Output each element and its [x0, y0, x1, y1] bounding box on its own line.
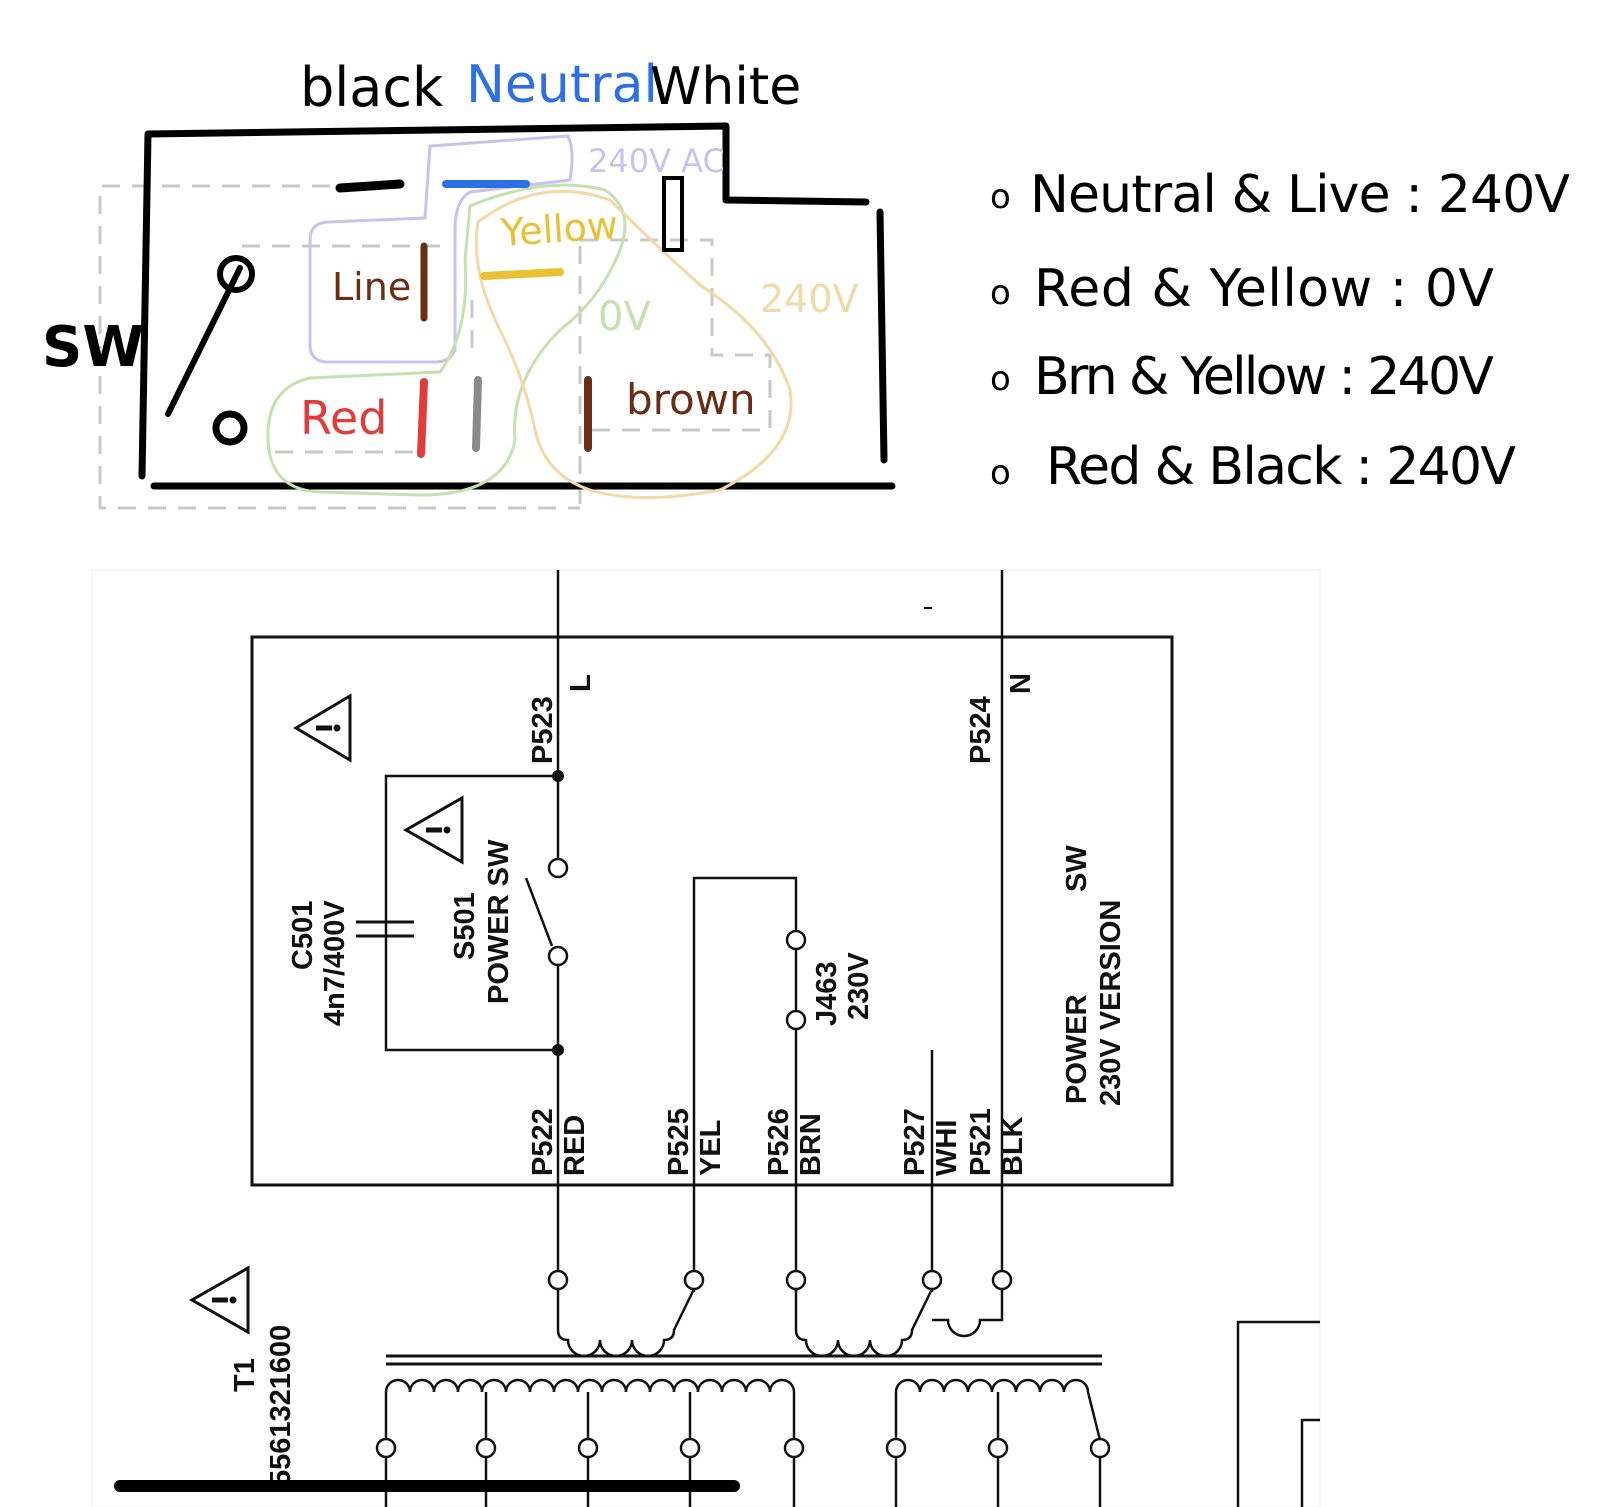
yel-brn-bridge: [692, 876, 798, 1292]
label-C501: C501: [287, 901, 319, 970]
label-T1: T1: [229, 1358, 261, 1392]
label-neutral: Neutral: [466, 55, 658, 115]
label-brown: brown: [626, 375, 756, 424]
label-C501-value: 4n7/400V: [319, 900, 351, 1026]
note-text: Neutral & Live : 240V: [1030, 165, 1570, 225]
hand-sketch: black Neutral White SW 240V AC Line Yell…: [42, 55, 896, 510]
label-J463-value: 230V: [843, 952, 875, 1020]
label-240v-right: 240V: [760, 277, 859, 321]
label-T1-part: 5561321600: [265, 1325, 297, 1486]
pin-label: P525: [663, 1108, 695, 1176]
label-0v: 0V: [598, 294, 651, 340]
black-contact: [335, 179, 405, 193]
switch-pivot-bottom: [212, 410, 248, 446]
label-sw: SW: [42, 315, 144, 380]
adjacent-block: [1236, 1320, 1320, 1507]
power-switch-box: [250, 635, 1174, 1187]
dashed-guides: [98, 184, 772, 510]
label-240v-ac: 240V AC: [588, 142, 725, 180]
wire-label: RED: [559, 1115, 591, 1176]
label-L: L: [565, 674, 597, 692]
note-item: o Red & Black : 240V: [990, 437, 1516, 497]
note-item: o Neutral & Live : 240V: [990, 165, 1570, 225]
wire-label: BRN: [795, 1113, 827, 1176]
label-S501-name: POWER SW: [483, 839, 515, 1004]
secondary-winding: [894, 1378, 1102, 1441]
title-version: 230V VERSION: [1095, 900, 1127, 1106]
label-N: N: [1005, 673, 1037, 694]
junction-dot: [552, 770, 564, 782]
label-white: White: [650, 57, 801, 117]
label-P523: P523: [527, 696, 559, 764]
title-power: POWER: [1061, 994, 1093, 1104]
red-contact: [417, 378, 428, 458]
voltage-notes: o Neutral & Live : 240V o Red & Yellow :…: [990, 165, 1570, 497]
switch-housing-outline: [138, 122, 896, 490]
secondary-winding: [384, 1378, 796, 1440]
secondary-taps: [484, 1392, 1000, 1440]
j463-contact: [785, 1009, 807, 1031]
primary-tap: [932, 1289, 1004, 1338]
pin-label: P527: [899, 1108, 931, 1176]
caution-icon: [402, 795, 464, 865]
pin-label: P522: [527, 1108, 559, 1176]
note-text: Red & Black : 240V: [1046, 437, 1516, 497]
switch-contact: [547, 857, 569, 879]
label-red: Red: [300, 391, 387, 445]
label-S501: S501: [449, 892, 481, 960]
note-item: o Red & Yellow : 0V: [990, 259, 1494, 319]
pin-label: P521: [965, 1108, 997, 1176]
note-item: o Brn & Yellow : 240V: [990, 347, 1494, 407]
switch-contact: [547, 945, 569, 967]
orange-zone: [474, 189, 793, 499]
label-line: Line: [332, 265, 411, 309]
note-text: Red & Yellow : 0V: [1034, 259, 1494, 319]
note-bullet: o: [990, 359, 1011, 399]
adjacent-block-inner: [1300, 1418, 1320, 1507]
wire-label: YEL: [695, 1120, 727, 1176]
label-P524: P524: [965, 696, 997, 764]
wire-label: WHI: [931, 1120, 963, 1176]
transformer-secondary-terminals: [375, 1437, 1111, 1459]
capacitor-loop: [384, 774, 558, 1052]
caution-icon: [293, 693, 352, 763]
note-text: Brn & Yellow : 240V: [1034, 347, 1494, 407]
white-contact: [662, 176, 684, 252]
j463-contact: [785, 929, 807, 951]
label-J463: J463: [811, 961, 843, 1026]
grey-contact: [472, 376, 482, 452]
home-indicator[interactable]: [114, 1480, 740, 1492]
pin-label: P526: [763, 1108, 795, 1176]
switch-blade: [524, 877, 554, 947]
label-black: black: [300, 56, 444, 119]
title-sw: SW: [1061, 845, 1093, 892]
switch-lever: [165, 265, 243, 417]
switch-pivot-top: [217, 255, 255, 293]
secondary-leads: [384, 1457, 1102, 1507]
label-yellow: Yellow: [499, 203, 620, 255]
wire-label: BLK: [997, 1116, 1029, 1176]
green-zone: [266, 183, 627, 497]
note-bullet: o: [990, 177, 1011, 217]
yellow-contact: [480, 268, 564, 280]
schematic-panel: L N P523 P524 C501 4n7/400V S501 POWER S…: [91, 569, 1321, 1507]
caution-icon: [188, 1265, 250, 1335]
note-bullet: o: [990, 453, 1011, 493]
note-bullet: o: [990, 273, 1011, 313]
